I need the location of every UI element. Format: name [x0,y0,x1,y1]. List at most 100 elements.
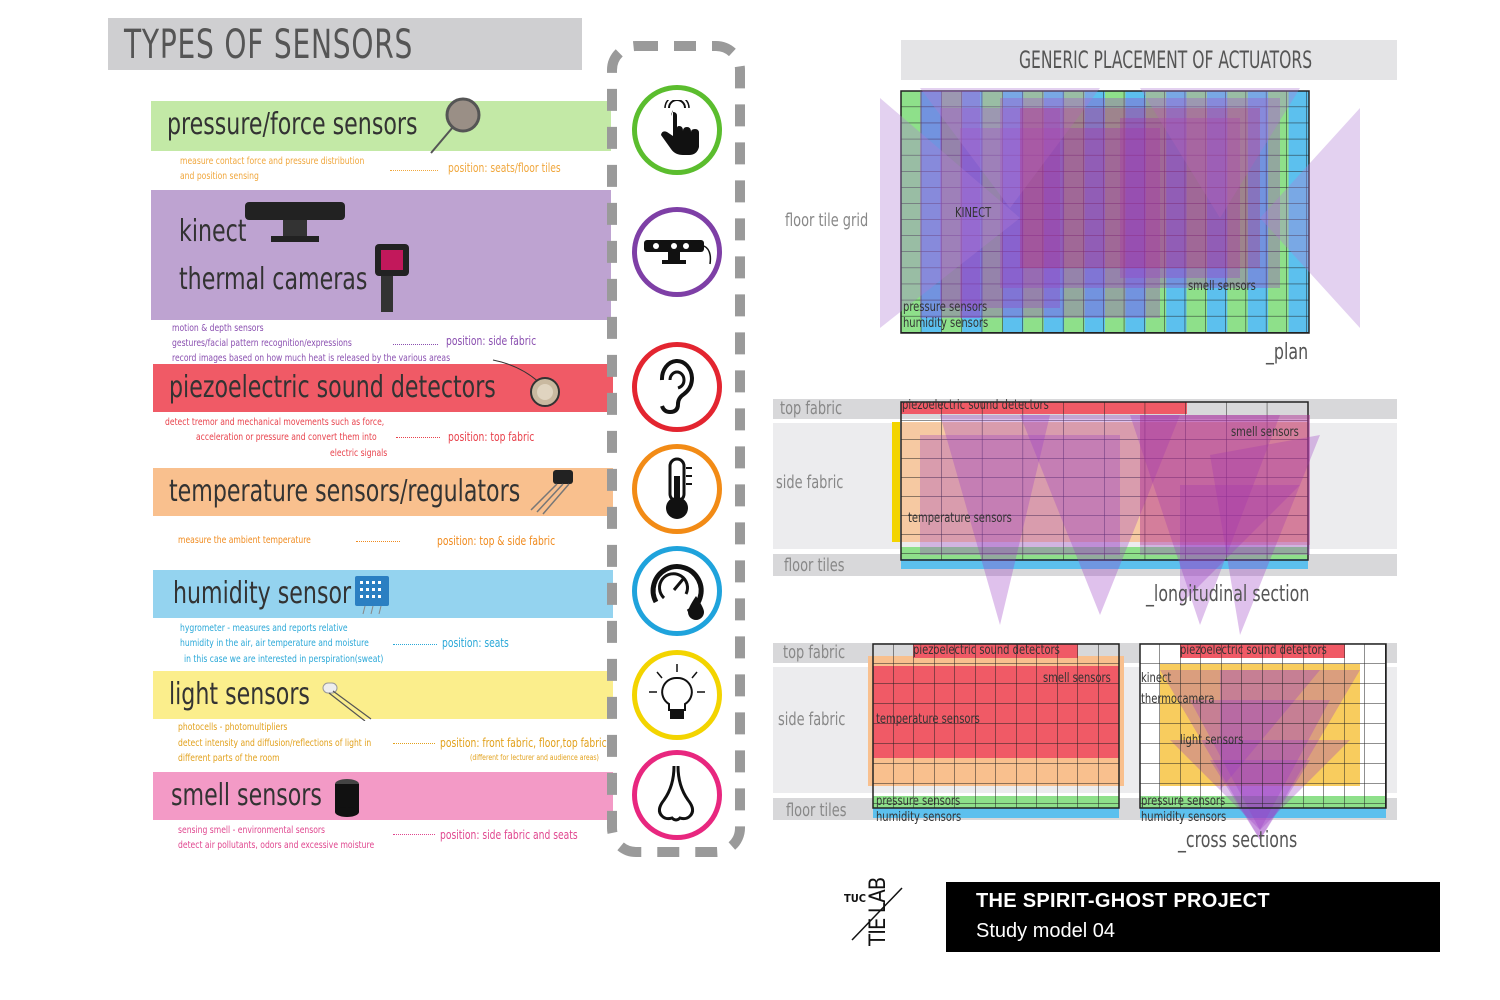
light-bulb-icon [649,664,705,719]
position-humidity: position: seats [442,636,509,650]
position-note-light: (different for lecturer and audience are… [470,753,599,762]
sensor-label-thermal: thermal cameras [179,262,368,297]
band-smell: smell sensors [153,772,613,820]
desc-kinect-2: gestures/facial pattern recognition/expr… [172,338,352,349]
ear-icon [659,358,695,415]
desc-kinect-3: record images based on how much heat is … [172,353,451,364]
circle-nose [632,750,722,840]
long-smell-label: smell sensors [1231,425,1299,440]
desc-kinect-1: motion & depth sensors [172,323,264,334]
plan-diagram [880,88,1360,334]
cross-right-piezo: piezoelectric sound detectors [1180,643,1327,658]
circle-ear [632,342,722,432]
longitudinal-diagram [892,401,1320,635]
leader-humidity [393,644,437,645]
desc-humidity-1: hygrometer - measures and reports relati… [180,623,348,634]
desc-light-1: photocells - photomultipliers [178,722,288,733]
leader-temperature [356,541,400,542]
title-bar: TYPES OF SENSORS [108,18,582,70]
leader-smell [393,834,435,835]
cross-right-humidity: humidity sensors [1141,810,1227,825]
lab-logo: TUC TIE LAB [840,878,920,954]
leader-kinect [393,344,438,345]
position-piezo: position: top fabric [448,430,535,444]
thermometer-icon [666,457,692,519]
kinect-camera-icon [644,240,712,265]
cross-left-temperature: temperature sensors [876,712,980,727]
sensor-label-temperature: temperature sensors/regulators [169,474,521,509]
desc-temperature-1: measure the ambient temperature [178,535,311,546]
desc-humidity-2: humidity in the air, air temperature and… [180,638,369,649]
cross-left-pressure: pressure sensors [876,794,961,809]
long-temperature-label: temperature sensors [908,511,1012,526]
light-sensor-led-icon [322,682,372,721]
cross-left-smell: smell sensors [1043,671,1111,686]
gauge-drop-icon [650,564,704,620]
cross-floor-label: floor tiles [786,800,847,821]
position-smell: position: side fabric and seats [440,828,578,842]
circle-touch [632,85,722,175]
circle-humidity [632,546,722,636]
logo-slash-icon [851,887,903,941]
temperature-chip-icon [530,470,573,515]
leader-light [393,743,435,744]
cross-left-piezo: piezoelectric sound detectors [913,643,1060,658]
desc-light-2: detect intensity and diffusion/reflectio… [178,738,372,749]
pointing-hand-icon [661,100,699,155]
desc-humidity-3: in this case we are interested in perspi… [184,654,384,665]
circle-thermometer [632,444,722,534]
leader-pressure [390,170,438,171]
position-light: position: front fabric, floor,top fabric [440,736,607,750]
desc-smell-1: sensing smell - environmental sensors [178,825,326,836]
cross-right-thermo: thermocamera [1141,692,1215,707]
plan-smell-label: smell sensors [1188,279,1256,294]
plan-kinect-label: KINECT [955,206,992,221]
cross-side-label: side fabric [778,709,846,730]
plan-caption: _plan [1266,340,1309,365]
desc-pressure-1: measure contact force and pressure distr… [180,156,365,167]
sensor-label-piezo: piezoelectric sound detectors [169,370,496,405]
band-piezo: piezoelectric sound detectors [153,359,613,412]
band-light: light sensors [153,671,613,721]
cross-right-kinect: kinect [1141,671,1172,686]
kinect-device-icon [245,202,345,242]
placement-title: GENERIC PLACEMENT OF ACTUATORS [1019,46,1313,74]
placement-title-bar: GENERIC PLACEMENT OF ACTUATORS [901,40,1397,80]
piezo-disc-icon [492,359,560,407]
desc-piezo-3: electric signals [330,448,388,459]
long-side-label: side fabric [776,472,844,493]
long-top-label: top fabric [780,398,843,419]
cross-right-pressure: pressure sensors [1141,794,1226,809]
band-humidity: humidity sensor [153,570,613,618]
project-subtitle: Study model 04 [976,920,1115,942]
cross-section-diagram [868,643,1387,840]
nose-icon [657,765,695,822]
sensor-label-kinect: kinect [179,214,247,249]
plan-pressure-label: pressure sensors [903,300,988,315]
pressure-sensor-icon [430,97,481,154]
sensor-label-humidity: humidity sensor [173,576,352,611]
sensor-label-light: light sensors [169,677,310,712]
project-title: THE SPIRIT-GHOST PROJECT [976,890,1270,912]
band-temperature: temperature sensors/regulators [153,468,613,516]
cross-top-label: top fabric [783,642,846,663]
logo-lab: TIE LAB [866,877,891,946]
desc-light-3: different parts of the room [178,753,280,764]
plan-humidity-label: humidity sensors [903,316,989,331]
cross-left-humidity: humidity sensors [876,810,962,825]
long-caption: _longitudinal section [1146,582,1310,607]
long-piezo-label: piezoelectric sound detectors [902,398,1049,413]
desc-piezo-1: detect tremor and mechanical movements s… [165,417,385,428]
cross-right-light: light sensors [1180,733,1244,748]
position-kinect: position: side fabric [446,334,537,348]
band-pressure: pressure/force sensors [151,97,611,154]
thermal-camera-icon [375,244,409,312]
sensor-label-pressure: pressure/force sensors [167,107,418,142]
band-kinect: kinect thermal cameras [151,190,611,320]
logo-org: TUC [844,892,867,905]
plan-side-label: floor tile grid [785,210,869,231]
position-pressure: position: seats/floor tiles [448,161,561,175]
page-title: TYPES OF SENSORS [124,22,414,68]
circle-kinect [632,207,722,297]
desc-piezo-2: acceleration or pressure and convert the… [196,432,377,443]
